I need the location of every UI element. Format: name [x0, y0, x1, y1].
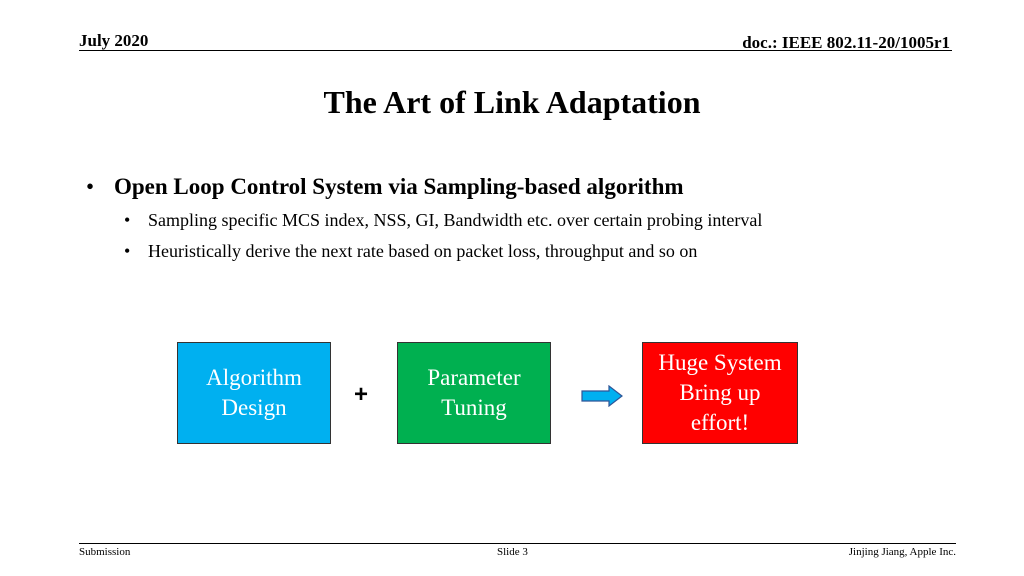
sub-bullet-2-text: Heuristically derive the next rate based… [148, 241, 698, 261]
huge-system-effort-label: Huge System Bring up effort! [658, 350, 782, 435]
bullet-dot-icon: • [124, 210, 131, 230]
bullet-dot-icon: • [124, 241, 131, 261]
right-arrow-icon [581, 385, 623, 407]
header-date: July 2020 [79, 31, 149, 50]
sub-bullet-1: • Sampling specific MCS index, NSS, GI, B… [124, 210, 762, 231]
parameter-tuning-box: Parameter Tuning [397, 342, 551, 444]
plus-operator: + [354, 381, 369, 408]
footer-divider [79, 543, 956, 544]
bullet-dot-icon: • [86, 174, 95, 199]
bullet-main-text: Open Loop Control System via Sampling-ba… [114, 174, 684, 199]
sub-bullet-2: • Heuristically derive the next rate base… [124, 241, 697, 262]
header-divider [79, 50, 952, 51]
algorithm-design-label: Algorithm Design [206, 365, 302, 420]
footer-slide-number: Slide 3 [497, 546, 528, 558]
header-doc-id: doc.: IEEE 802.11-20/1005r1 [742, 33, 950, 52]
huge-system-effort-box: Huge System Bring up effort! [642, 342, 798, 444]
sub-bullet-1-text: Sampling specific MCS index, NSS, GI, Ba… [148, 210, 763, 230]
footer-submission: Submission [79, 546, 131, 558]
algorithm-design-box: Algorithm Design [177, 342, 331, 444]
footer-author: Jinjing Jiang, Apple Inc. [848, 546, 956, 558]
bullet-main: • Open Loop Control System via Sampling-b… [86, 174, 684, 200]
parameter-tuning-label: Parameter Tuning [427, 365, 521, 420]
slide-title: The Art of Link Adaptation [323, 84, 701, 120]
